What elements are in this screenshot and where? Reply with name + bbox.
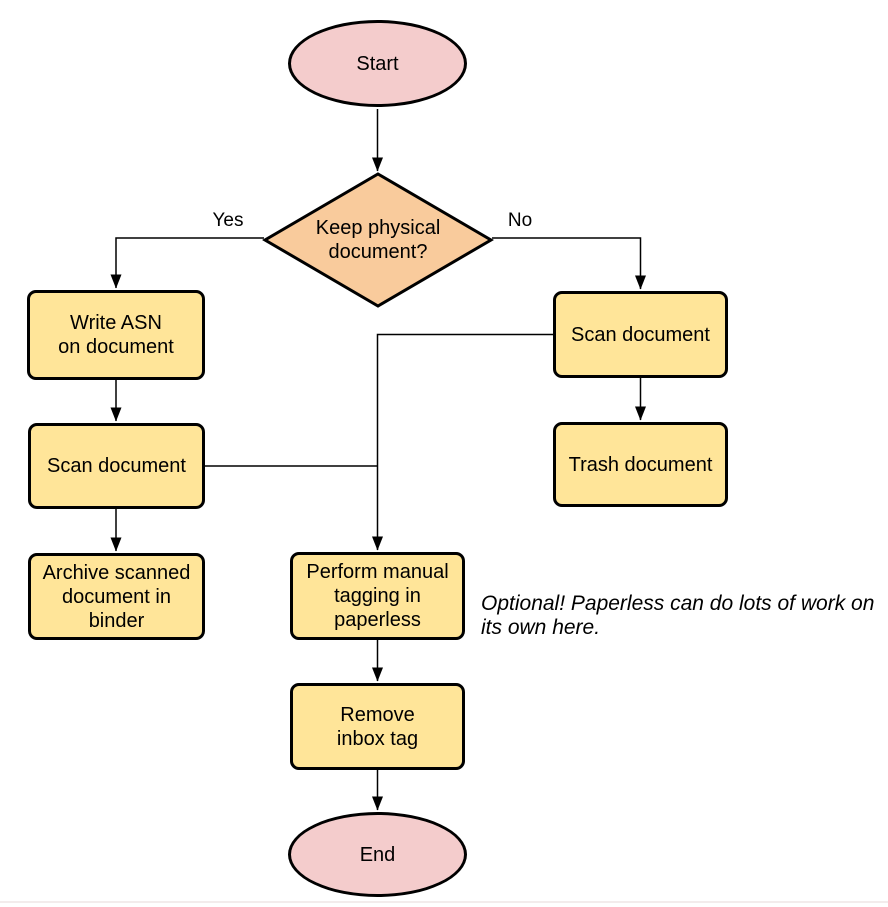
edge-label-no: No xyxy=(507,210,533,231)
node-start-label: Start xyxy=(356,52,399,75)
node-end: End xyxy=(288,812,467,897)
node-manual-tagging-label: Perform manual tagging in paperless xyxy=(306,561,449,631)
node-archive-binder-label: Archive scanned document in binder xyxy=(42,561,191,632)
edge-decision-yes-to-write-asn xyxy=(110,237,264,289)
node-decision: Keep physical document? xyxy=(265,175,491,305)
decision-diamond-shape xyxy=(262,172,494,308)
bottom-divider xyxy=(0,901,888,903)
node-scan-document-right: Scan document xyxy=(553,291,728,378)
node-trash-document-label: Trash document xyxy=(568,453,713,476)
edge-scan-right-to-tagging xyxy=(372,333,553,551)
node-remove-inbox-tag-label: Remove inbox tag xyxy=(336,703,419,750)
node-write-asn-label: Write ASN on document xyxy=(58,312,174,358)
node-scan-document-left-label: Scan document xyxy=(47,455,186,477)
node-start: Start xyxy=(288,20,467,107)
edge-label-yes: Yes xyxy=(212,210,244,231)
annotation-optional-note: Optional! Paperless can do lots of work … xyxy=(481,592,875,639)
node-remove-inbox-tag: Remove inbox tag xyxy=(290,683,465,770)
node-manual-tagging: Perform manual tagging in paperless xyxy=(290,552,465,640)
node-scan-document-right-label: Scan document xyxy=(571,323,710,346)
node-trash-document: Trash document xyxy=(553,422,728,507)
node-end-label: End xyxy=(359,843,396,866)
node-archive-binder: Archive scanned document in binder xyxy=(28,553,205,640)
node-write-asn: Write ASN on document xyxy=(27,290,205,380)
node-decision-label: Keep physical document? xyxy=(315,217,441,263)
edge-decision-no-to-scan-right xyxy=(492,237,646,290)
node-scan-document-left: Scan document xyxy=(28,423,205,509)
